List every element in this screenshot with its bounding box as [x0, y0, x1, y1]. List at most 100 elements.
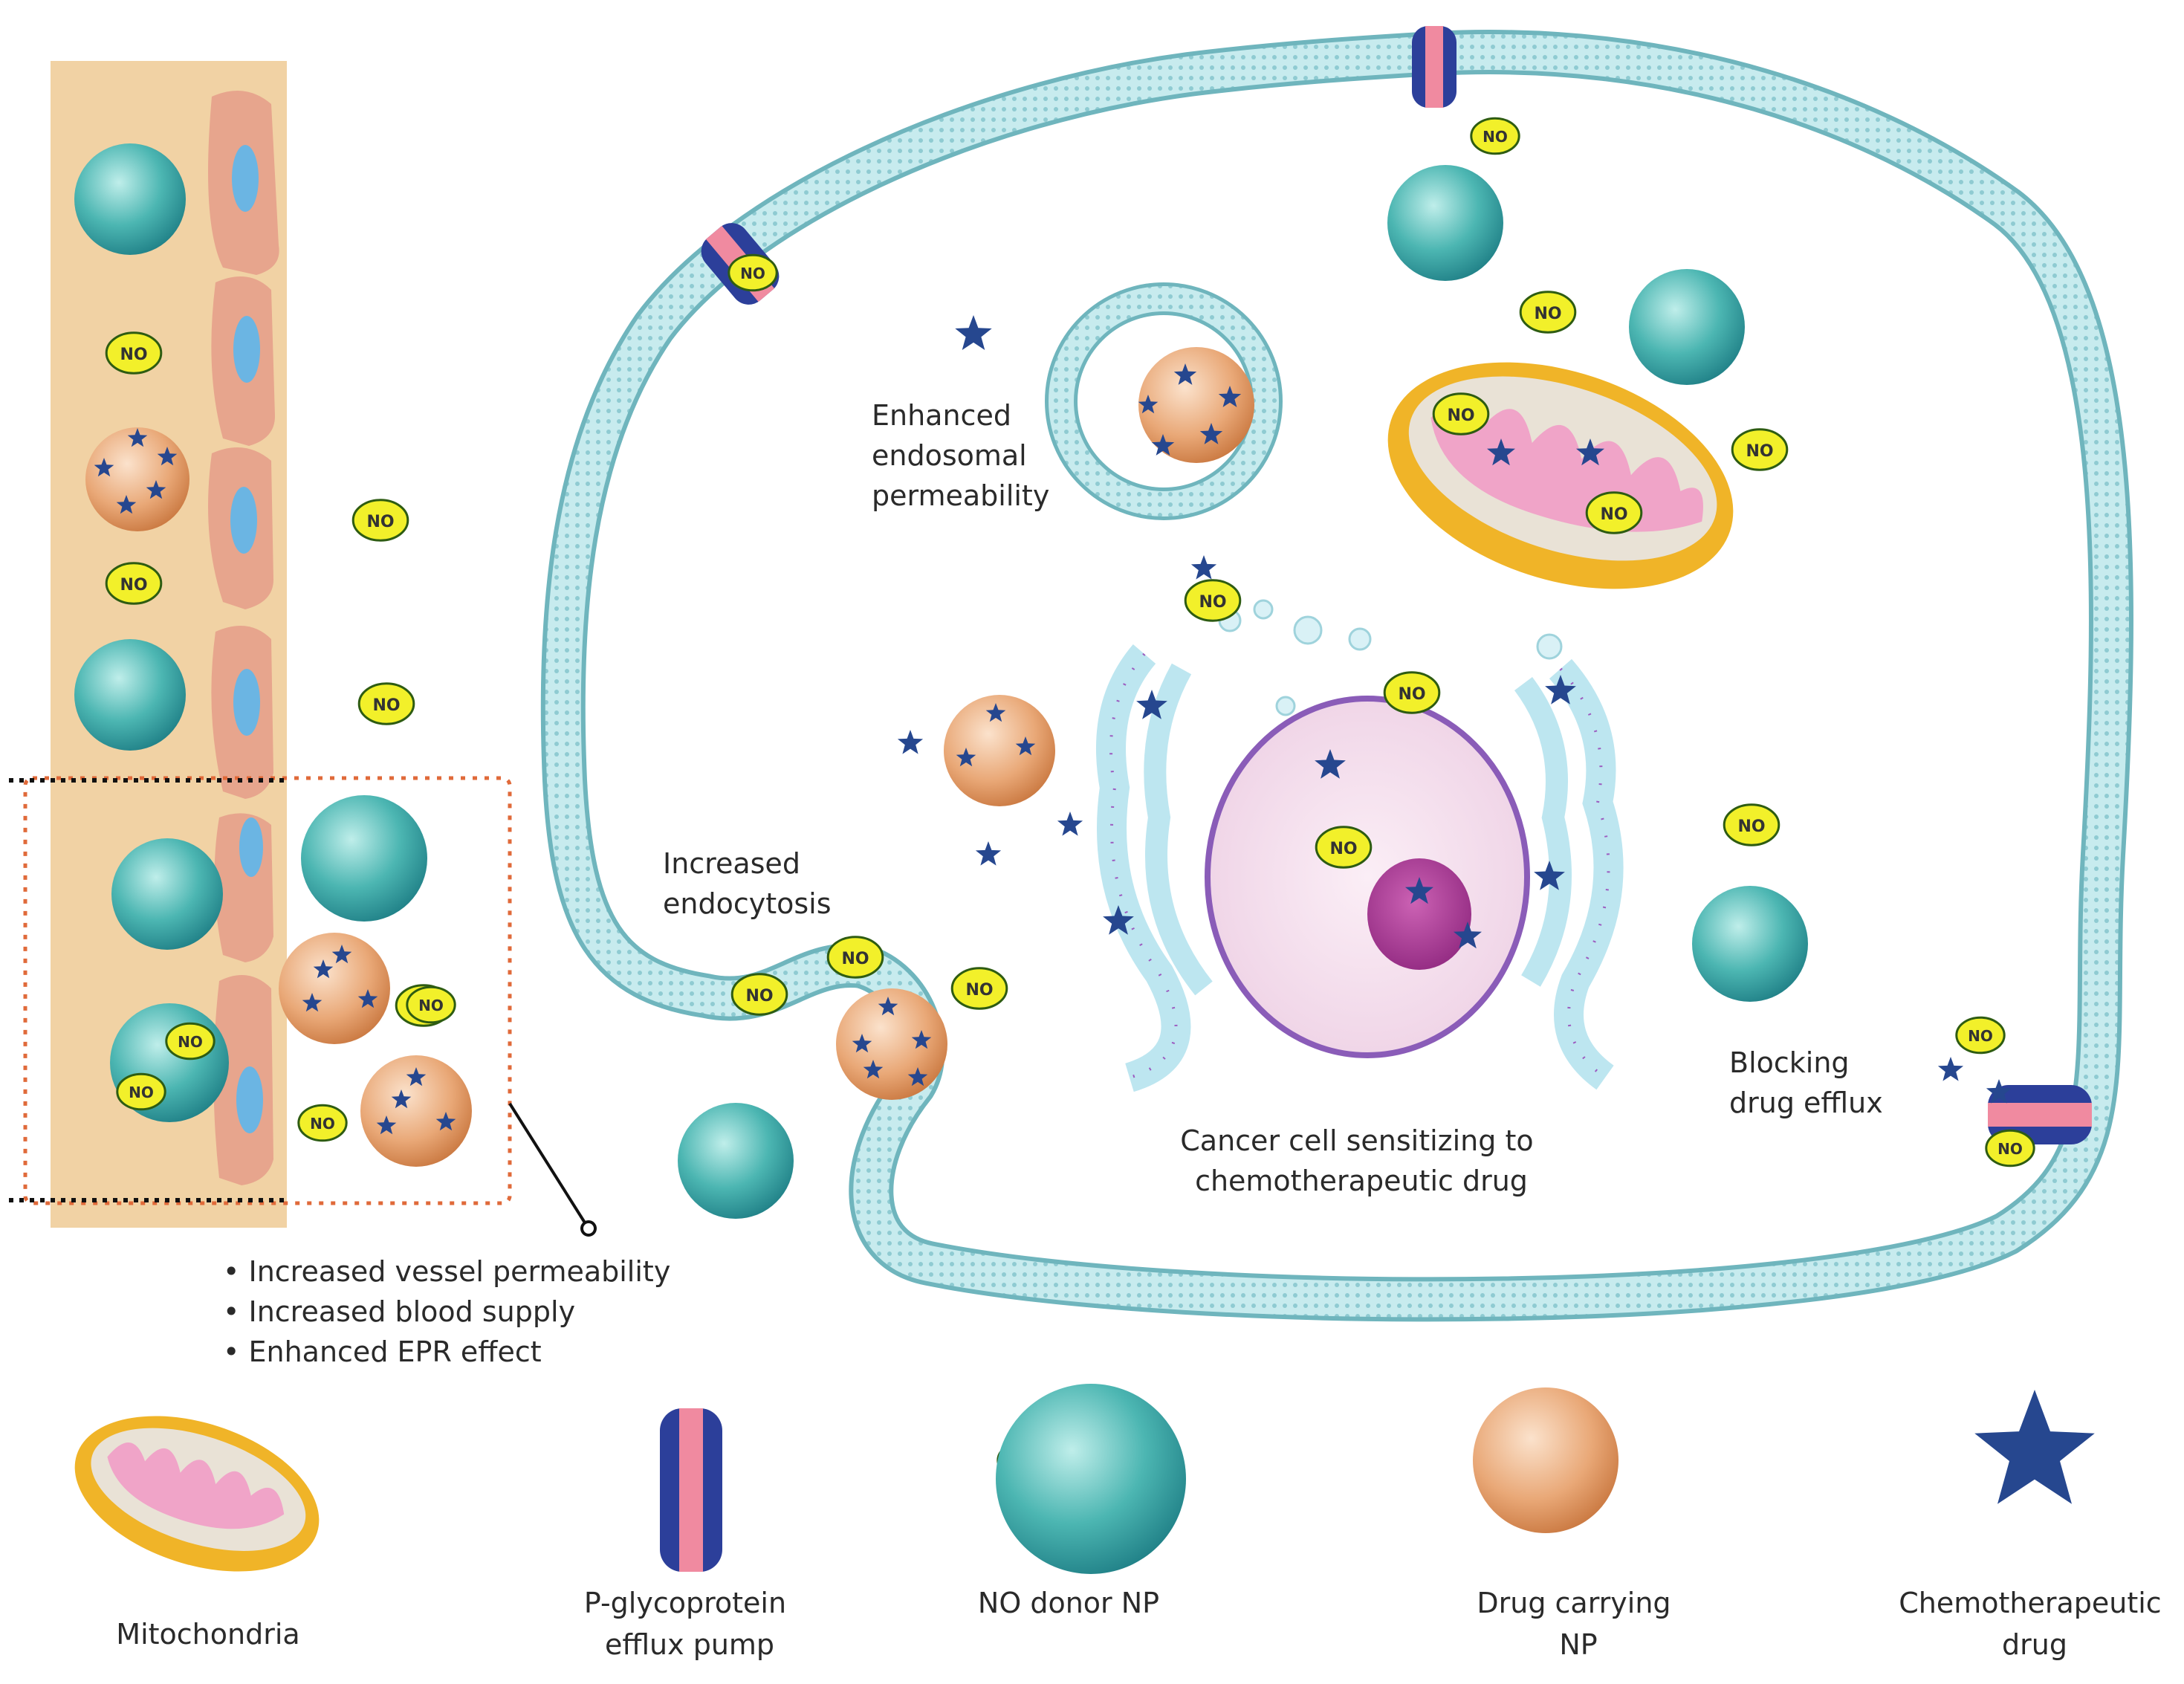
no-badge: NO [357, 682, 415, 725]
no-badge-label: NO [1737, 817, 1765, 836]
vesicles [1218, 599, 1563, 716]
drug-star [127, 428, 148, 447]
no-badge-label: NO [178, 1033, 203, 1051]
no-badge: NO [728, 253, 778, 292]
no-badge: NO [1585, 491, 1643, 534]
drug-star [331, 945, 352, 964]
membrane-lipid-layer [545, 34, 2129, 1318]
nucleus [1205, 696, 1530, 1058]
no-badge: NO [826, 936, 884, 979]
no-badge-label: NO [418, 997, 444, 1014]
drug-star [313, 959, 334, 979]
label-endosomal-permeability: Enhanced endosomal permeability [872, 399, 1049, 512]
drug-star [1218, 386, 1242, 407]
nucleolus [1367, 858, 1471, 970]
no-badge-label: NO [965, 981, 993, 1000]
drug-star [897, 730, 924, 754]
no-badge-label: NO [740, 265, 765, 282]
drug-star [955, 315, 992, 350]
drug-star [852, 1034, 872, 1053]
no-badge-label: NO [841, 950, 869, 968]
no-badge: NO [351, 499, 409, 542]
no-badge: NO [1731, 428, 1789, 471]
no-badge-label: NO [1483, 128, 1508, 146]
legend-pump-icon [660, 1408, 722, 1572]
no-badge: NO [1315, 826, 1373, 869]
drug-star [391, 1089, 412, 1109]
no-badge: NO [1383, 671, 1441, 714]
no-badge: NO [105, 331, 163, 375]
no-badge: NO [105, 562, 163, 605]
drug-star [1487, 438, 1515, 466]
drug-star [1199, 423, 1223, 444]
legend-drug-label: Chemotherapeutic drug [1899, 1587, 2171, 1661]
drug-star [406, 1067, 427, 1086]
label-blocking-drug-efflux: Blocking drug efflux [1729, 1046, 1883, 1119]
no-badge-label: NO [1199, 593, 1226, 612]
drug-star [907, 1067, 928, 1086]
no-badge: NO [950, 967, 1008, 1010]
label-cancer-cell-sensitizing: Cancer cell sensitizing to chemotherapeu… [1180, 1124, 1542, 1197]
callout-line [508, 1102, 589, 1228]
efflux-pump-top [1412, 26, 1456, 108]
legend-drug-star-icon [1974, 1390, 2095, 1504]
legend-mitochondria-label: Mitochondria [116, 1618, 299, 1651]
callout-dot [580, 1220, 597, 1237]
drug-star [1103, 905, 1134, 935]
no-badge-label: NO [1968, 1027, 1993, 1045]
drug-star [376, 1115, 397, 1135]
drug-star [157, 447, 178, 466]
drug-star [1534, 861, 1565, 890]
chemotherapeutic-drug-stars [94, 315, 2012, 1135]
drug-star [1576, 438, 1604, 466]
no-badge-label: NO [129, 1084, 154, 1101]
legend-no-np-label: NO donor NP [978, 1587, 1159, 1619]
no-badge: NO [1955, 1016, 2006, 1055]
legend-drug-np-icon [1473, 1387, 1618, 1533]
legend: Mitochondria P-glycoprotein efflux pump … [74, 1384, 2171, 1661]
no-badge: NO [406, 985, 456, 1024]
no-badge: NO [1184, 579, 1242, 622]
drug-star [975, 841, 1002, 866]
no-badge-label: NO [1997, 1140, 2023, 1158]
endothelial-cells [208, 91, 279, 1185]
drug-star [911, 1030, 932, 1049]
no-badge-label: NO [745, 987, 773, 1005]
drug-star [357, 989, 378, 1008]
legend-pump-label: P-glycoprotein efflux pump [584, 1587, 795, 1661]
drug-star [435, 1112, 456, 1131]
drug-star [878, 997, 898, 1016]
drug-star [1545, 675, 1576, 705]
no-badge-label: NO [366, 513, 394, 531]
legend-no-np-icon [996, 1384, 1186, 1574]
drug-star [302, 993, 323, 1012]
drug-star [1986, 1079, 2012, 1104]
no-badge: NO [1432, 392, 1490, 435]
no-badge: NO [165, 1022, 216, 1060]
no-badge-label: NO [120, 346, 147, 364]
drug-star [1136, 690, 1167, 719]
drug-star [863, 1060, 884, 1079]
drug-star [1974, 1390, 2095, 1504]
drug-star [1190, 555, 1217, 580]
no-badge-label: NO [1329, 840, 1357, 858]
no-badge-label: NO [1398, 685, 1425, 704]
label-increased-endocytosis: Increased endocytosis [663, 847, 832, 920]
drug-star [94, 458, 114, 477]
no-badge-label: NO [1746, 442, 1773, 461]
effects-list: • Increased vessel permeability • Increa… [223, 1255, 679, 1368]
drug-star [1937, 1057, 1964, 1081]
drug-star [985, 703, 1006, 722]
no-badge-label: NO [372, 696, 400, 715]
drug-star [1173, 363, 1197, 385]
drug-carrying-nanoparticles [85, 347, 1254, 1167]
drug-star [956, 748, 976, 767]
legend-mitochondria-icon [74, 1416, 320, 1572]
drug-star [1057, 812, 1083, 836]
drug-star [1015, 736, 1036, 756]
drug-star [1405, 877, 1433, 904]
no-badge: NO [1519, 291, 1577, 334]
drug-star [1315, 749, 1346, 779]
drug-star [146, 480, 166, 499]
